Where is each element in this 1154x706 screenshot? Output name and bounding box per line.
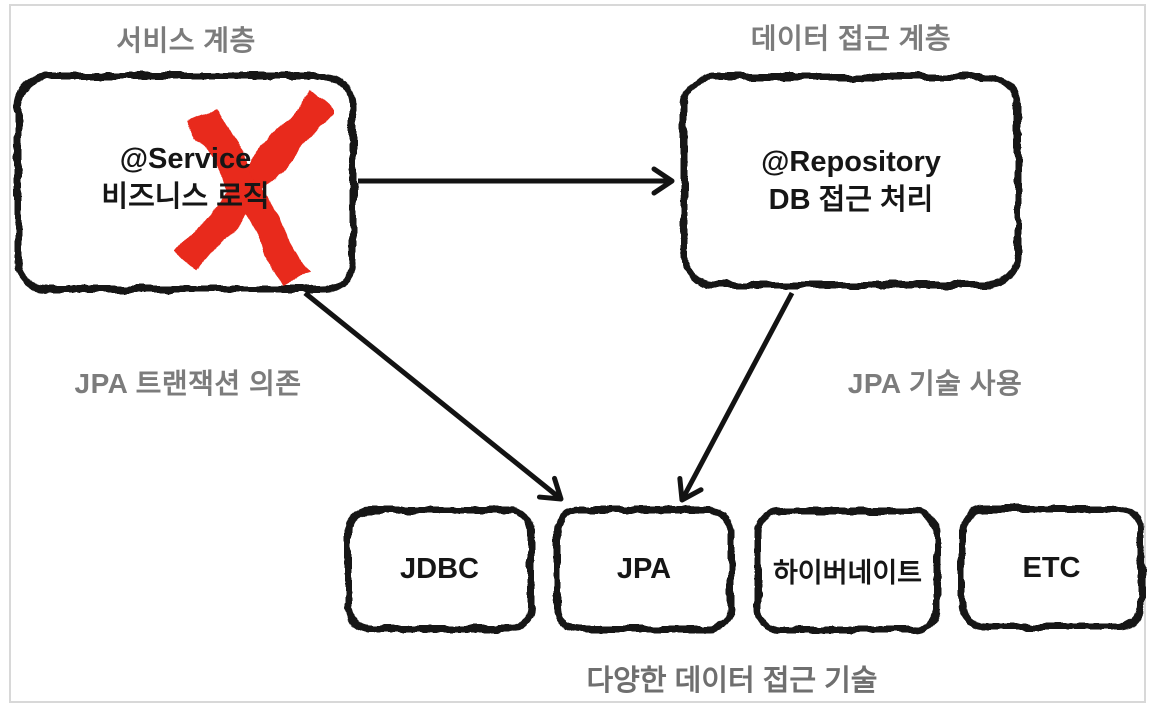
repository-box-shape xyxy=(680,73,1022,289)
repository-box-text: @Repository DB 접근 처리 xyxy=(684,143,1018,219)
service-description: 비즈니스 로직 xyxy=(101,181,270,213)
arrow-service-to-jpa xyxy=(303,291,564,502)
service-layer-title: 서비스 계층 xyxy=(116,25,256,56)
jdbc-box-shape xyxy=(344,506,535,633)
repository-annotation: @Repository xyxy=(761,146,941,178)
tech-box-etc-label: ETC xyxy=(1022,551,1081,584)
edge-label-jpa-transaction-dependency: JPA 트랜잭션 의존 xyxy=(74,368,302,399)
service-annotation: @Service xyxy=(119,143,252,175)
jpa-box-shape xyxy=(553,506,735,633)
red-cross-icon xyxy=(175,92,333,287)
etc-box-shape xyxy=(958,505,1145,631)
service-box-text: @Service 비즈니스 로직 xyxy=(18,140,353,216)
tech-box-jpa-label: JPA xyxy=(616,553,672,585)
repository-description: DB 접근 처리 xyxy=(768,184,934,216)
data-access-layer-title: 데이터 접근 계층 xyxy=(750,23,952,54)
arrow-repository-to-jpa xyxy=(677,291,795,503)
bottom-caption: 다양한 데이터 접근 기술 xyxy=(586,665,878,697)
tech-box-jdbc-label: JDBC xyxy=(400,553,479,585)
hibernate-box-shape xyxy=(754,507,941,634)
tech-box-hibernate-label: 하이버네이트 xyxy=(772,558,923,588)
edge-label-jpa-technology-use: JPA 기술 사용 xyxy=(847,368,1023,399)
